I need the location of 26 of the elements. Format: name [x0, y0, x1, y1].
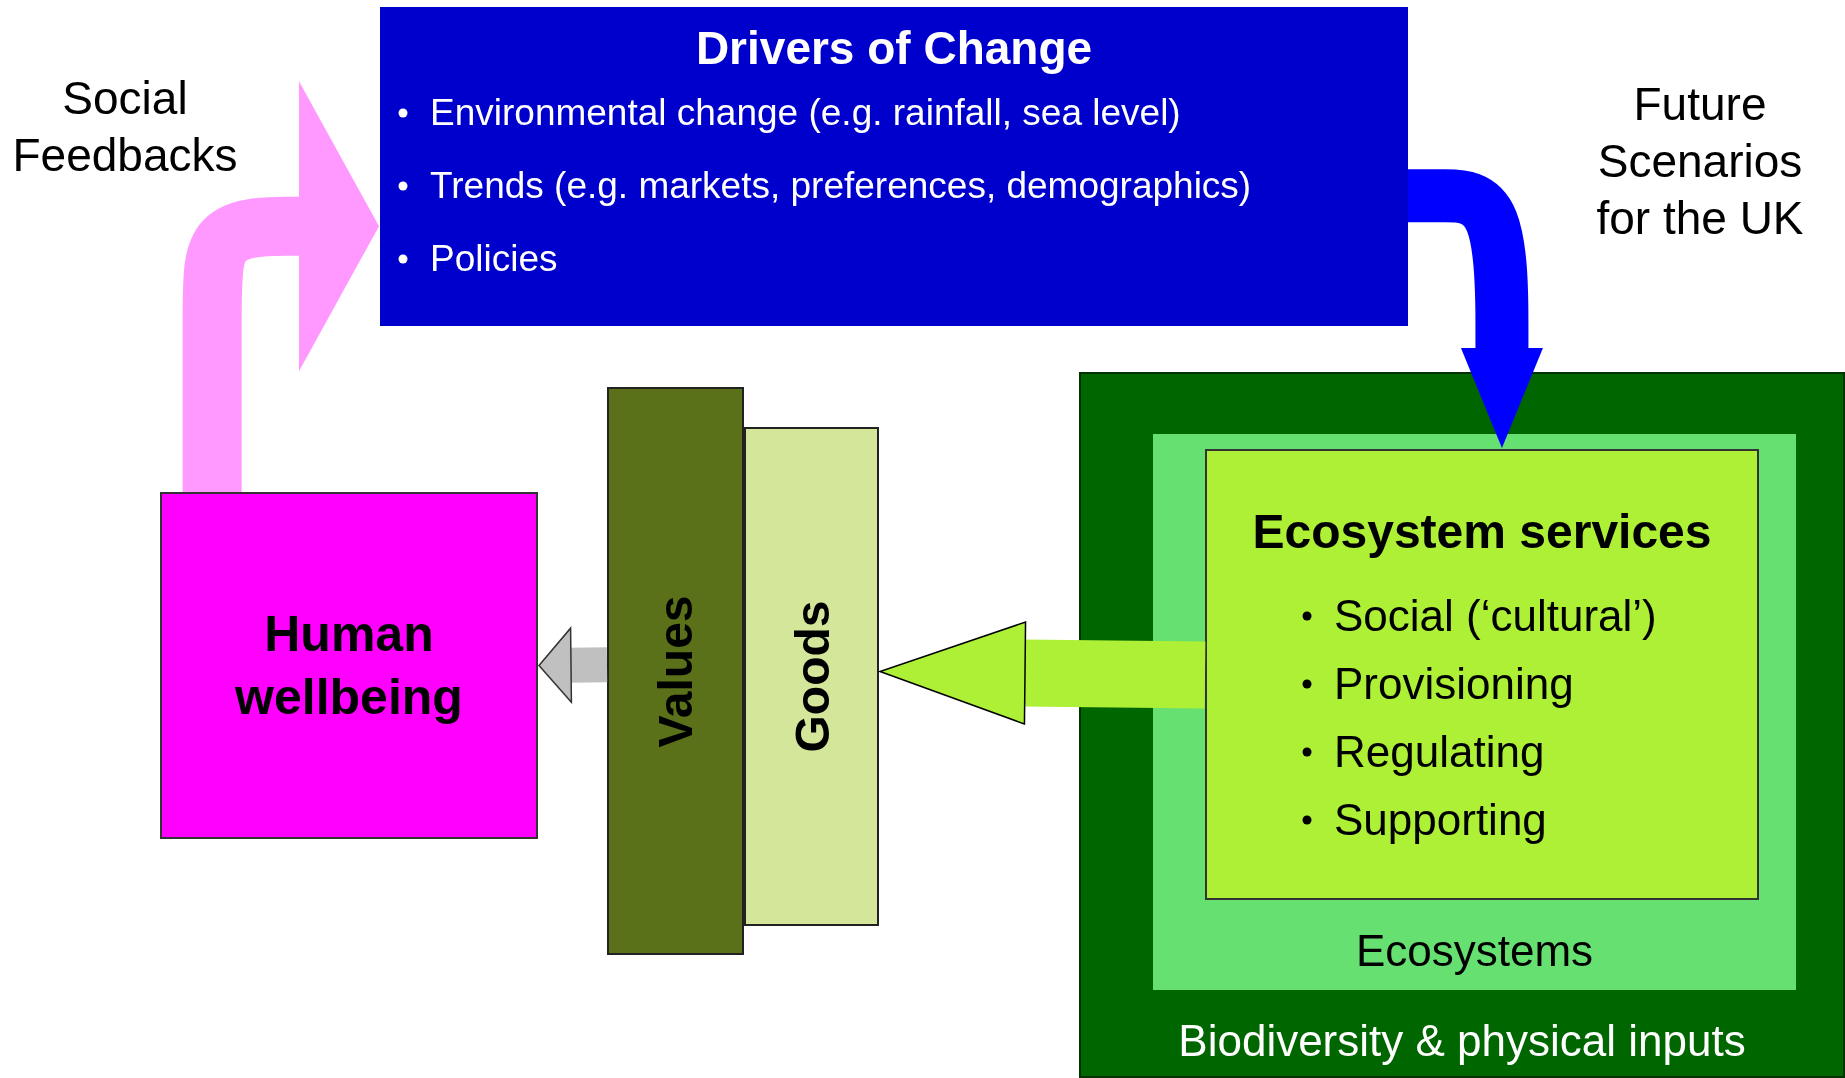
- wellbeing-box: [160, 492, 538, 839]
- box-title: Drivers of Change: [694, 21, 1094, 76]
- bullet-item: Regulating: [1334, 726, 1545, 776]
- bullet-item: Trends (e.g. markets, preferences, demographics): [430, 165, 1252, 207]
- panel-label: Ecosystems: [1355, 926, 1594, 976]
- services-box: [1205, 449, 1759, 900]
- block-arrow: [182, 81, 379, 492]
- bullet-item: Social (‘cultural’): [1334, 590, 1657, 640]
- edge-label: Future Scenarios for the UK: [1595, 77, 1805, 246]
- biodiversity-panel: [1079, 372, 1845, 1078]
- panel-label: Biodiversity & physical inputs: [1178, 1016, 1746, 1066]
- edge-label: Social Feedbacks: [11, 71, 239, 183]
- block-arrow: [538, 627, 608, 703]
- box-label: Human wellbeing: [234, 605, 464, 727]
- values-bar: [607, 387, 744, 955]
- goods-bar: [744, 427, 879, 926]
- bullet-item: Provisioning: [1334, 658, 1574, 708]
- drivers-box: [380, 7, 1408, 326]
- bullet-item: Policies: [430, 238, 558, 280]
- bullet-item: Environmental change (e.g. rainfall, sea level): [430, 92, 1181, 134]
- bar-label: Values: [648, 594, 703, 748]
- box-title: Ecosystem services: [1251, 504, 1713, 560]
- bar-label: Goods: [784, 600, 839, 753]
- block-arrow: [879, 621, 1206, 725]
- bullet-item: Supporting: [1334, 794, 1547, 844]
- ecosystems-panel: [1153, 434, 1796, 990]
